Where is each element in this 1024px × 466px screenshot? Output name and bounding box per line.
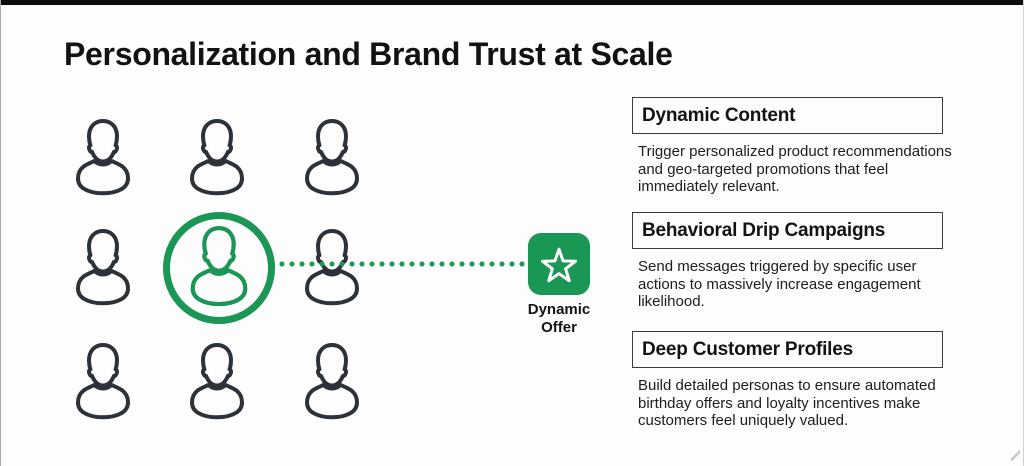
highlight-circle [163,212,275,324]
person-bust-icon [300,118,364,198]
panel-behavioral-drip: Behavioral Drip Campaigns Send messages … [632,212,943,311]
highlighted-person-icon [184,225,254,309]
corner-artifact-mark [1011,449,1020,461]
person-bust-icon [71,118,135,198]
person-bust-icon [185,118,249,198]
slide-left-edge [0,0,1,466]
top-border-bar [0,0,1024,5]
dotted-connector-line [277,261,529,267]
dynamic-offer-label: Dynamic Offer [527,301,591,336]
panel-title-box: Deep Customer Profiles [632,331,943,368]
dynamic-offer-badge [528,233,590,295]
panel-body: Build detailed personas to ensure automa… [638,377,936,429]
panel-title: Deep Customer Profiles [642,338,853,360]
panel-deep-profiles: Deep Customer Profiles Build detailed pe… [632,331,943,430]
person-bust-icon [300,228,364,308]
panel-title: Dynamic Content [642,104,796,126]
panel-body: Trigger personalized product recommendat… [638,143,952,195]
panel-title-box: Dynamic Content [632,97,943,134]
person-bust-icon [71,342,135,422]
person-bust-icon [300,342,364,422]
panel-dynamic-content: Dynamic Content Trigger personalized pro… [632,97,952,196]
person-bust-icon [185,342,249,422]
panel-title-box: Behavioral Drip Campaigns [632,212,943,249]
panel-body: Send messages triggered by specific user… [638,258,921,310]
star-icon [540,247,578,283]
person-bust-icon [71,228,135,308]
panel-title: Behavioral Drip Campaigns [642,219,886,241]
slide-title: Personalization and Brand Trust at Scale [64,36,673,73]
